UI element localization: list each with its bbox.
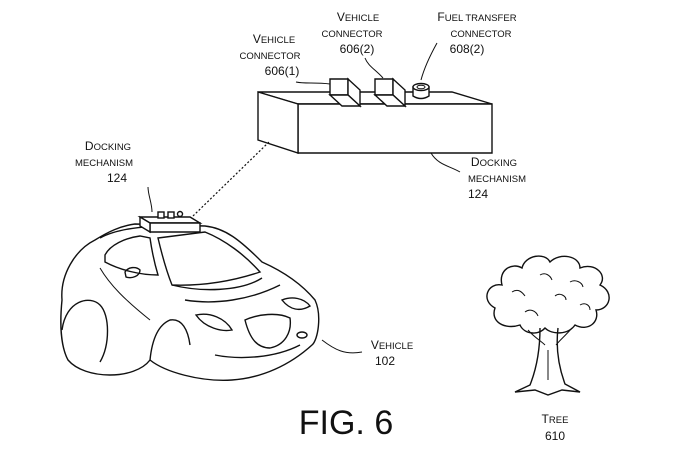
svg-text:102: 102: [375, 354, 395, 368]
docking-mechanism-on-vehicle: [137, 210, 203, 234]
svg-text:608(2): 608(2): [450, 42, 485, 56]
svg-text:124: 124: [468, 187, 488, 201]
svg-text:VEHICLE: VEHICLE: [253, 32, 295, 46]
label-tree: TREE 610: [542, 412, 569, 443]
figure-caption: FIG. 6: [299, 404, 393, 442]
svg-text:VEHICLE: VEHICLE: [371, 338, 413, 352]
svg-text:CONNECTOR: CONNECTOR: [239, 51, 300, 62]
leader-vehicle: [321, 339, 363, 354]
svg-text:124: 124: [107, 171, 127, 185]
vehicle-drawing: [60, 223, 320, 381]
label-vehicle-connector-1: VEHICLE CONNECTOR 606(1): [239, 32, 300, 78]
leader-fuel: [420, 42, 438, 81]
svg-text:CONNECTOR: CONNECTOR: [450, 29, 511, 40]
fuel-transfer-connector: [412, 82, 430, 100]
svg-text:MECHANISM: MECHANISM: [75, 158, 133, 169]
svg-text:DOCKING: DOCKING: [85, 139, 131, 153]
svg-text:610: 610: [545, 429, 565, 443]
svg-text:FUEL TRANSFER: FUEL TRANSFER: [437, 10, 516, 24]
label-docking-mechanism-enlarged: DOCKING MECHANISM 124: [468, 155, 526, 201]
svg-text:TREE: TREE: [542, 412, 569, 426]
svg-text:DOCKING: DOCKING: [471, 155, 517, 169]
svg-text:MECHANISM: MECHANISM: [468, 174, 526, 185]
label-fuel-transfer-connector: FUEL TRANSFER CONNECTOR 608(2): [437, 10, 516, 56]
svg-text:606(2): 606(2): [340, 42, 375, 56]
svg-text:CONNECTOR: CONNECTOR: [321, 29, 382, 40]
vehicle-connector-2: [373, 77, 407, 108]
svg-text:VEHICLE: VEHICLE: [337, 10, 379, 24]
tree-drawing: [486, 255, 610, 396]
callout-dotted-line: [192, 140, 271, 217]
leader-docking-side: [430, 152, 461, 173]
vehicle-connector-1: [328, 77, 362, 108]
leader-docking-top: [147, 186, 153, 213]
leader-vc1: [295, 81, 331, 85]
label-docking-mechanism-vehicle: DOCKING MECHANISM 124: [75, 139, 133, 185]
svg-text:606(1): 606(1): [265, 64, 300, 78]
docking-mechanism-enlarged: [257, 91, 493, 154]
label-vehicle-connector-2: VEHICLE CONNECTOR 606(2): [321, 10, 382, 56]
label-vehicle: VEHICLE 102: [371, 338, 413, 368]
leader-vc2: [364, 57, 384, 79]
